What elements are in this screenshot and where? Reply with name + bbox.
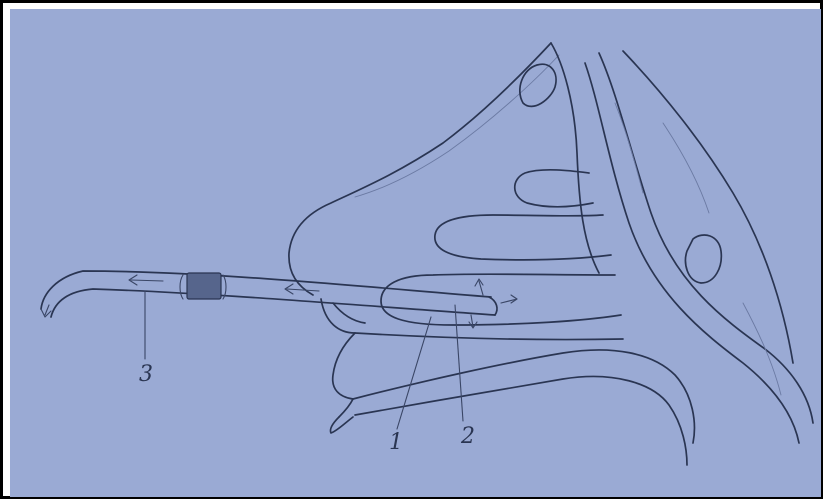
tube-connector <box>187 273 221 299</box>
nasal-floor <box>355 333 623 340</box>
connector-ring-left <box>180 275 183 299</box>
hard-palate-upper <box>353 350 694 443</box>
sphenoid-sinus <box>686 235 722 283</box>
tip-arrow-up <box>479 281 483 295</box>
flow-arrow-2-shaft <box>287 289 319 291</box>
nasal-bridge-shading <box>355 55 559 197</box>
tip-arrow-right-head <box>511 295 517 303</box>
superior-turbinate <box>515 170 593 207</box>
nasal-catheter-diagram: 3 1 2 <box>3 3 823 502</box>
lip-line <box>339 399 353 417</box>
leader-lines <box>145 291 463 429</box>
label-3: 3 <box>139 362 153 387</box>
face-profile <box>289 43 559 433</box>
cavity-shading-3 <box>615 103 643 193</box>
label-1: 1 <box>389 430 403 455</box>
nasal-cavity <box>353 43 813 465</box>
tube-tip <box>489 297 497 315</box>
middle-turbinate <box>435 215 611 260</box>
label-2: 2 <box>460 424 475 449</box>
catheter <box>41 271 517 328</box>
tube-outer-lower <box>51 289 495 317</box>
lower-lip-outline <box>330 417 353 433</box>
posterior-pharynx-front <box>585 63 799 443</box>
leader-line-2 <box>455 305 463 421</box>
flow-arrow-1-shaft <box>131 280 163 281</box>
posterior-pharynx-back <box>599 53 813 423</box>
leader-line-1 <box>397 317 431 429</box>
cavity-shading-1 <box>663 123 709 213</box>
inferior-turbinate <box>381 274 621 325</box>
hard-palate-lower <box>355 377 687 465</box>
frontal-sinus-wall <box>551 43 599 273</box>
upper-lip-outline <box>333 333 355 399</box>
cavity-shading-2 <box>743 303 781 395</box>
labels: 3 1 2 <box>139 362 475 455</box>
